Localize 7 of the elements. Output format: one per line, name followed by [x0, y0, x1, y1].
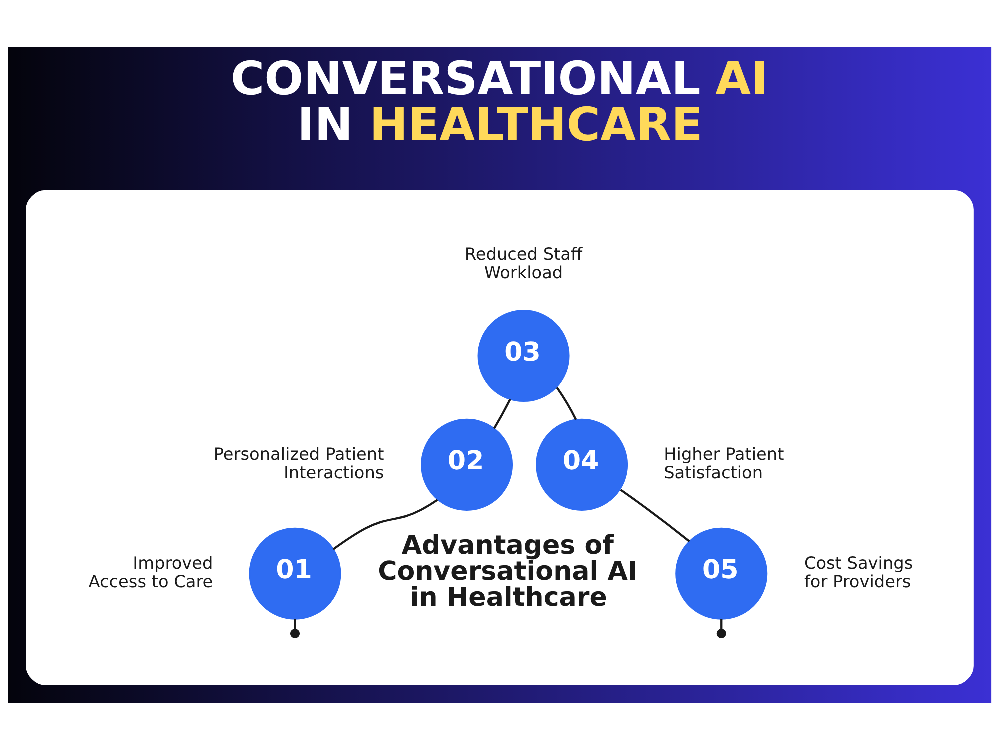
node-label: Higher Patient Satisfaction [664, 444, 784, 482]
diagram-title: CONVERSATIONAL AI IN HEALTHCARE [230, 52, 768, 152]
node-label: Reduced Staff Workload [464, 244, 583, 282]
node-label: Cost Savings for Providers [804, 552, 914, 592]
node-label: Improved Access to Care [88, 552, 214, 592]
node-label: Personalized Patient Interactions [214, 444, 384, 482]
label: Advantages of Conversational AI in Healthcare [378, 531, 638, 614]
